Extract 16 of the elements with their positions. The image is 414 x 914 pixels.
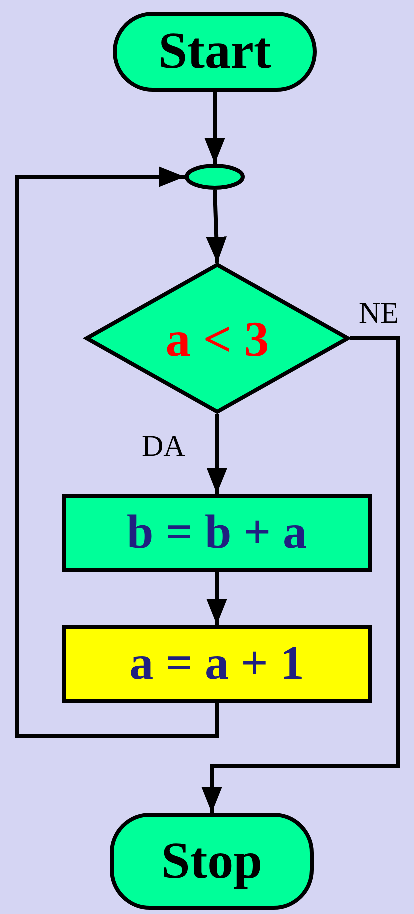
process-box [62,625,372,703]
arrow [206,190,227,264]
arrow [206,572,228,625]
node-label: Start [158,26,272,78]
node-label: a = a + 1 [130,640,304,688]
node-label: b = b + a [126,509,308,557]
stop-terminal [110,813,314,910]
arrow [204,92,226,164]
connector-ellipse [185,164,245,190]
decision-diamond [85,263,350,414]
arrow [202,336,400,813]
arrow [15,166,219,738]
process-box [62,494,372,572]
arrow [206,414,228,494]
node-label: a < 3 [166,314,270,364]
node-label: Stop [161,836,263,888]
